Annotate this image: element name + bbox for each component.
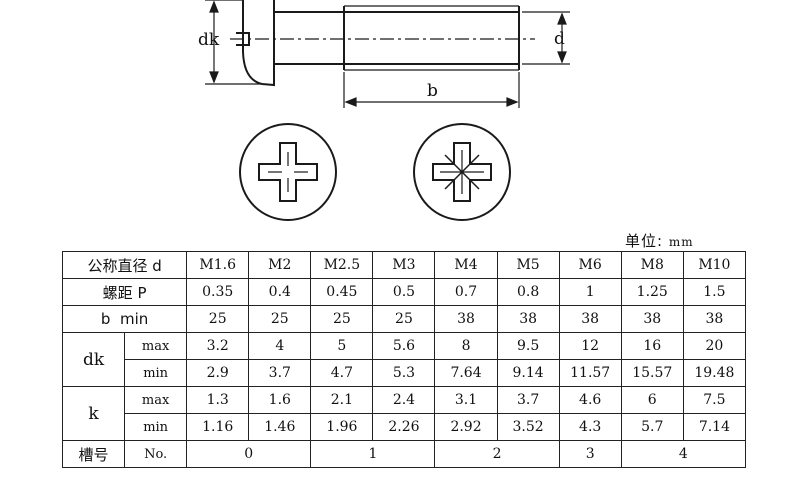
dk-min-cell: 4.7 bbox=[310, 359, 374, 387]
slot-cell: 1 bbox=[310, 440, 436, 468]
size-cell: M8 bbox=[620, 251, 684, 279]
dk-min-cell: 3.7 bbox=[248, 359, 312, 387]
d-label: d bbox=[554, 29, 565, 49]
table-row-pitch: 螺距 P 0.35 0.4 0.45 0.5 0.7 0.8 1 1.25 1.… bbox=[61, 278, 747, 306]
unit-label: 单位: mm bbox=[625, 230, 694, 251]
dk-label: dk bbox=[198, 30, 220, 50]
k-min-cell: 3.52 bbox=[496, 413, 560, 441]
k-min-cell: 1.16 bbox=[186, 413, 250, 441]
pitch-cell: 1.5 bbox=[682, 278, 747, 306]
phillips-head-view bbox=[239, 123, 337, 221]
size-cell: M3 bbox=[372, 251, 436, 279]
table-row-dk-max: dk max 3.2 4 5 5.6 8 9.5 12 16 20 bbox=[61, 332, 747, 387]
screw-technical-drawing: dk d b bbox=[198, 0, 570, 221]
slot-cell: 2 bbox=[434, 440, 560, 468]
b-min-cell: 38 bbox=[620, 305, 684, 333]
k-max-cell: 2.1 bbox=[310, 386, 374, 414]
slot-sub-label: No. bbox=[124, 440, 188, 468]
table-row-b-min: b min 25 25 25 25 38 38 38 38 38 bbox=[61, 305, 747, 333]
pitch-label: 螺距 P bbox=[61, 278, 188, 306]
size-cell: M2.5 bbox=[310, 251, 374, 279]
k-min-cell: 1.46 bbox=[248, 413, 312, 441]
k-max-cell: 2.4 bbox=[372, 386, 436, 414]
size-cell: M6 bbox=[558, 251, 622, 279]
dk-min-cell: 19.48 bbox=[682, 359, 747, 387]
unit-prefix: 单位: bbox=[625, 232, 664, 250]
k-min-cell: 7.14 bbox=[682, 413, 747, 441]
k-min-label: min bbox=[124, 413, 188, 441]
k-group-label: k bbox=[61, 386, 126, 441]
dk-max-cell: 4 bbox=[248, 332, 312, 360]
pitch-cell: 0.45 bbox=[310, 278, 374, 306]
k-max-cell: 6 bbox=[620, 386, 684, 414]
b-min-cell: 25 bbox=[248, 305, 312, 333]
b-min-cell: 25 bbox=[186, 305, 250, 333]
unit-value: mm bbox=[668, 235, 694, 249]
screw-spec-table: 公称直径 d M1.6 M2 M2.5 M3 M4 M5 M6 M8 M10 螺… bbox=[61, 251, 747, 468]
dk-max-cell: 9.5 bbox=[496, 332, 560, 360]
b-min-cell: 38 bbox=[558, 305, 622, 333]
dk-min-cell: 15.57 bbox=[620, 359, 684, 387]
table-row-size: 公称直径 d M1.6 M2 M2.5 M3 M4 M5 M6 M8 M10 bbox=[61, 251, 747, 279]
dk-max-label: max bbox=[124, 332, 188, 360]
slot-cell: 4 bbox=[620, 440, 747, 468]
size-cell: M1.6 bbox=[186, 251, 250, 279]
k-max-cell: 1.6 bbox=[248, 386, 312, 414]
table-row-dk-min: min 2.9 3.7 4.7 5.3 7.64 9.14 11.57 15.5… bbox=[63, 359, 747, 387]
k-max-cell: 1.3 bbox=[186, 386, 250, 414]
k-max-label: max bbox=[124, 386, 188, 414]
k-min-cell: 2.26 bbox=[372, 413, 436, 441]
k-max-cell: 3.1 bbox=[434, 386, 498, 414]
b-min-cell: 25 bbox=[310, 305, 374, 333]
dk-min-cell: 2.9 bbox=[186, 359, 250, 387]
dk-group-label: dk bbox=[61, 332, 126, 387]
dk-max-cell: 12 bbox=[558, 332, 622, 360]
table-row-slot: 槽号 No. 0 1 2 3 4 bbox=[61, 440, 747, 468]
pitch-cell: 1.25 bbox=[620, 278, 684, 306]
b-min-cell: 38 bbox=[434, 305, 498, 333]
pitch-cell: 0.8 bbox=[496, 278, 560, 306]
slot-cell: 3 bbox=[558, 440, 622, 468]
dk-max-cell: 16 bbox=[620, 332, 684, 360]
size-header-label: 公称直径 d bbox=[61, 251, 188, 279]
b-min-label: b min bbox=[61, 305, 188, 333]
size-cell: M2 bbox=[248, 251, 312, 279]
pitch-cell: 0.35 bbox=[186, 278, 250, 306]
dk-min-cell: 11.57 bbox=[558, 359, 622, 387]
dk-max-cell: 5.6 bbox=[372, 332, 436, 360]
pitch-cell: 0.7 bbox=[434, 278, 498, 306]
b-min-cell: 25 bbox=[372, 305, 436, 333]
pozidriv-head-view bbox=[413, 123, 511, 221]
dk-max-cell: 8 bbox=[434, 332, 498, 360]
dk-max-cell: 3.2 bbox=[186, 332, 250, 360]
b-min-cell: 38 bbox=[496, 305, 560, 333]
dk-max-cell: 20 bbox=[682, 332, 747, 360]
table-row-k-min: min 1.16 1.46 1.96 2.26 2.92 3.52 4.3 5.… bbox=[63, 413, 747, 441]
k-max-cell: 7.5 bbox=[682, 386, 747, 414]
pitch-cell: 0.5 bbox=[372, 278, 436, 306]
size-cell: M4 bbox=[434, 251, 498, 279]
k-max-cell: 3.7 bbox=[496, 386, 560, 414]
slot-label: 槽号 bbox=[61, 440, 126, 468]
table-row-k-max: k max 1.3 1.6 2.1 2.4 3.1 3.7 4.6 6 7.5 bbox=[61, 386, 747, 441]
k-max-cell: 4.6 bbox=[558, 386, 622, 414]
slot-cell: 0 bbox=[186, 440, 312, 468]
dk-min-cell: 5.3 bbox=[372, 359, 436, 387]
b-min-cell: 38 bbox=[682, 305, 747, 333]
k-min-cell: 5.7 bbox=[620, 413, 684, 441]
screw-head-outline bbox=[242, 0, 275, 87]
k-min-cell: 1.96 bbox=[310, 413, 374, 441]
size-cell: M10 bbox=[682, 251, 747, 279]
b-label: b bbox=[427, 81, 438, 101]
k-min-cell: 4.3 bbox=[558, 413, 622, 441]
k-min-cell: 2.92 bbox=[434, 413, 498, 441]
dk-min-cell: 9.14 bbox=[496, 359, 560, 387]
dk-min-cell: 7.64 bbox=[434, 359, 498, 387]
size-cell: M5 bbox=[496, 251, 560, 279]
pitch-cell: 0.4 bbox=[248, 278, 312, 306]
pitch-cell: 1 bbox=[558, 278, 622, 306]
dk-min-label: min bbox=[124, 359, 188, 387]
dk-max-cell: 5 bbox=[310, 332, 374, 360]
